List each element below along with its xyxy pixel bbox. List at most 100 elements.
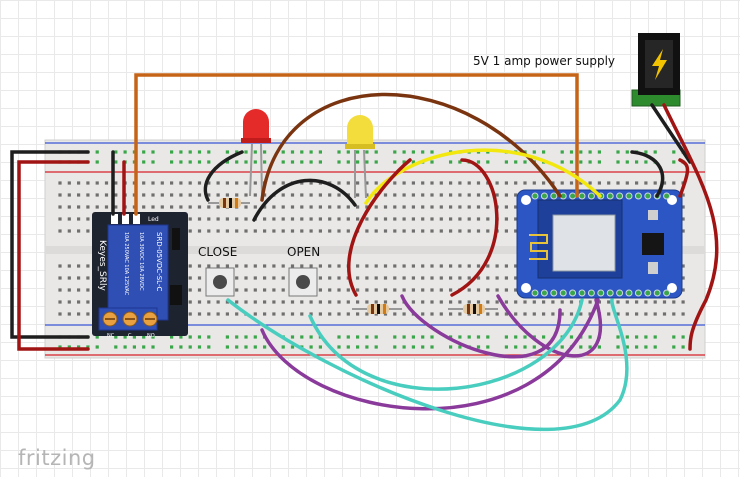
- breadboard-hole: [328, 264, 332, 268]
- breadboard-hole: [309, 217, 313, 221]
- breadboard-hole: [77, 264, 81, 268]
- wire-black-yellow-led: [252, 178, 357, 222]
- breadboard-hole: [365, 276, 369, 280]
- breadboard-hole: [458, 205, 462, 209]
- breadboard-hole: [449, 160, 453, 164]
- breadboard-hole: [383, 288, 388, 292]
- breadboard-hole: [300, 229, 304, 233]
- breadboard-hole: [235, 276, 239, 280]
- breadboard-hole: [58, 276, 62, 280]
- breadboard-hole: [476, 229, 481, 233]
- breadboard-hole: [449, 276, 453, 280]
- breadboard-hole: [151, 193, 155, 197]
- breadboard-hole: [263, 288, 267, 292]
- breadboard-hole: [439, 205, 443, 209]
- breadboard-hole: [225, 229, 229, 233]
- breadboard-hole: [411, 300, 415, 304]
- breadboard-hole: [504, 205, 508, 209]
- breadboard-hole: [579, 150, 583, 154]
- breadboard-hole: [514, 205, 518, 209]
- breadboard-hole: [467, 229, 471, 233]
- breadboard-hole: [588, 160, 592, 164]
- wire-cyan-1: [226, 298, 629, 432]
- wire-red-jack: [662, 103, 719, 351]
- breadboard-hole: [235, 264, 239, 268]
- breadboard-hole: [486, 150, 490, 154]
- breadboard-hole: [346, 150, 350, 154]
- breadboard-hole: [337, 345, 341, 349]
- breadboard-hole: [290, 312, 295, 316]
- relay-led-label: Led: [148, 216, 159, 223]
- breadboard-hole: [402, 217, 406, 221]
- breadboard-hole: [114, 205, 118, 209]
- breadboard-hole: [616, 335, 620, 339]
- breadboard-hole: [486, 229, 490, 233]
- breadboard-hole: [309, 335, 313, 339]
- breadboard-hole: [672, 312, 676, 316]
- breadboard-hole: [439, 300, 443, 304]
- breadboard-hole: [421, 217, 425, 221]
- breadboard-hole: [579, 181, 583, 185]
- breadboard-hole: [476, 345, 481, 349]
- resistor-open: [448, 304, 498, 314]
- breadboard-hole: [625, 312, 629, 316]
- breadboard-hole: [290, 335, 295, 339]
- breadboard-hole: [244, 150, 248, 154]
- breadboard-hole: [337, 150, 341, 154]
- breadboard-hole: [393, 217, 397, 221]
- wires: [10, 73, 719, 432]
- relay-diode: [172, 228, 180, 250]
- breadboard-hole: [346, 229, 350, 233]
- breadboard-hole: [207, 150, 211, 154]
- breadboard-hole: [569, 335, 574, 339]
- breadboard-hole: [421, 205, 425, 209]
- breadboard-hole: [197, 193, 202, 197]
- breadboard-hole: [402, 312, 406, 316]
- breadboard-hole: [616, 150, 620, 154]
- breadboard-hole: [458, 193, 462, 197]
- breadboard-hole: [662, 312, 667, 316]
- breadboard-hole: [672, 150, 676, 154]
- breadboard-hole: [607, 300, 611, 304]
- wire-red-open: [450, 158, 499, 297]
- breadboard-hole: [421, 229, 425, 233]
- breadboard-hole: [411, 276, 415, 280]
- breadboard-hole: [476, 160, 481, 164]
- breadboard-hole: [411, 150, 415, 154]
- breadboard-hole: [430, 193, 434, 197]
- breadboard-hole: [188, 181, 192, 185]
- breadboard-hole: [188, 150, 192, 154]
- breadboard-hole: [207, 335, 211, 339]
- breadboard-hole: [114, 335, 118, 339]
- relay-pin: [111, 214, 118, 224]
- breadboard-hole: [95, 150, 99, 154]
- breadboard-hole: [681, 345, 685, 349]
- breadboard-hole: [635, 345, 639, 349]
- breadboard-hole: [504, 193, 508, 197]
- breadboard-hole: [421, 264, 425, 268]
- esp-shield-can: [552, 214, 616, 272]
- breadboard-hole: [356, 345, 360, 349]
- breadboard-hole: [653, 181, 657, 185]
- breadboard-hole: [374, 264, 378, 268]
- breadboard-hole: [486, 288, 490, 292]
- breadboard-hole: [346, 181, 350, 185]
- wire-yellow: [364, 148, 602, 205]
- breadboard-hole: [430, 345, 434, 349]
- breadboard-hole: [560, 345, 564, 349]
- breadboard-hole: [290, 217, 295, 221]
- breadboard-hole: [532, 181, 536, 185]
- breadboard-hole: [653, 335, 657, 339]
- breadboard-hole: [597, 300, 601, 304]
- breadboard-hole: [281, 205, 285, 209]
- breadboard-hole: [216, 217, 220, 221]
- wire-black-rail-left: [10, 150, 90, 339]
- breadboard-hole: [560, 300, 564, 304]
- breadboard-hole: [263, 264, 267, 268]
- breadboard-hole: [532, 312, 536, 316]
- breadboard-hole: [476, 150, 481, 154]
- breadboard-hole: [151, 181, 155, 185]
- breadboard-hole: [523, 181, 527, 185]
- breadboard-hole: [95, 181, 99, 185]
- breadboard-hole: [225, 300, 229, 304]
